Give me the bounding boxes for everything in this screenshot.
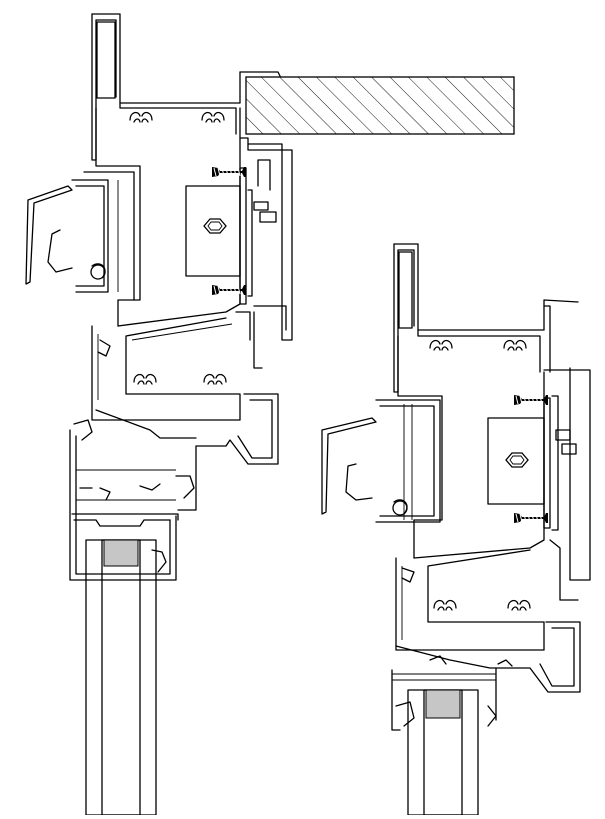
right-lower-sash: [391, 621, 581, 731]
right-section: [321, 243, 591, 816]
left-bracket: [185, 159, 277, 305]
left-glazing: [85, 539, 167, 816]
right-glass-gasket: [425, 689, 461, 719]
left-sash: [25, 171, 241, 421]
right-sash: [321, 399, 545, 651]
left-outer-frame: [91, 13, 293, 369]
left-lower-sash: [69, 393, 279, 581]
right-bracket: [487, 395, 577, 531]
wall-block: [239, 71, 515, 135]
left-glass-gasket: [103, 539, 139, 567]
left-section: [25, 13, 515, 816]
right-glazing: [407, 689, 479, 816]
right-outer-frame: [393, 243, 591, 601]
